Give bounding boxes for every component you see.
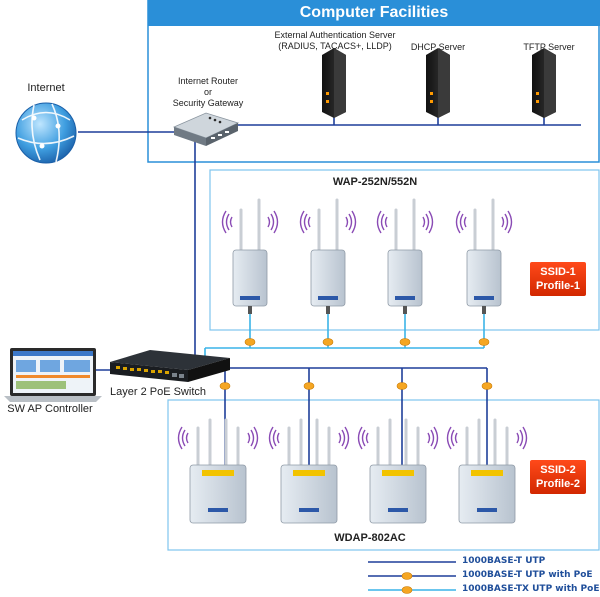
- ssid1-line1: SSID-1: [540, 266, 576, 278]
- legend-tx-poe-label: 1000BASE-TX UTP with PoE: [462, 584, 600, 594]
- controller-label: SW AP Controller: [7, 403, 93, 415]
- ssid1-line2: Profile-1: [535, 280, 580, 292]
- dhcp-server-label: DHCP Server: [410, 42, 466, 52]
- tftp-server-icon: [532, 48, 556, 118]
- wap-ap-2: [299, 198, 357, 314]
- ssid2-line1: SSID-2: [540, 464, 576, 476]
- dhcp-server-icon: [426, 48, 450, 118]
- auth-server-icon: [322, 48, 346, 118]
- poe-badges: [219, 338, 493, 390]
- poe-tx-links: [204, 310, 485, 360]
- wap-ap-3: [376, 198, 434, 314]
- wdap-ap-2: [268, 418, 350, 524]
- internet-label: Internet: [27, 82, 65, 94]
- ap-group-2-box: [167, 399, 600, 551]
- ssid1-badge: SSID-1 Profile-1: [530, 262, 586, 296]
- wdap-ap-4: [446, 418, 528, 524]
- router-label-line2: or: [203, 86, 212, 97]
- legend-lines: [368, 561, 456, 594]
- wap-ap-1: [221, 198, 279, 314]
- router-label: Internet Router or Security Gateway: [160, 76, 256, 108]
- auth-server-name: External Authentication Server: [274, 30, 396, 40]
- group1-title: WAP-252N/552N: [332, 176, 418, 188]
- poe-switch-icon: [110, 350, 230, 382]
- tftp-server-label: TFTP Server: [523, 42, 575, 52]
- ssid2-line2: Profile-2: [535, 478, 580, 490]
- ssid2-badge: SSID-2 Profile-2: [530, 460, 586, 494]
- laptop-icon: [4, 348, 102, 402]
- switch-label: Layer 2 PoE Switch: [110, 386, 206, 398]
- router-icon: [172, 112, 240, 146]
- router-label-line1: Internet Router: [177, 76, 239, 86]
- auth-server-detail: (RADIUS, TACACS+, LLDP): [278, 40, 392, 51]
- legend-utp-poe-label: 1000BASE-T UTP with PoE: [462, 570, 593, 580]
- facility-title: Computer Facilities: [148, 0, 600, 26]
- auth-server-label: External Authentication Server (RADIUS, …: [260, 30, 410, 52]
- internet-globe-icon: [15, 102, 77, 164]
- wdap-ap-1: [177, 418, 259, 524]
- group2-title: WDAP-802AC: [334, 532, 406, 544]
- wdap-ap-3: [357, 418, 439, 524]
- legend-utp-label: 1000BASE-T UTP: [462, 556, 546, 566]
- facility-box: [147, 0, 600, 163]
- wap-ap-4: [455, 198, 513, 314]
- router-label-line3: Security Gateway: [172, 97, 244, 108]
